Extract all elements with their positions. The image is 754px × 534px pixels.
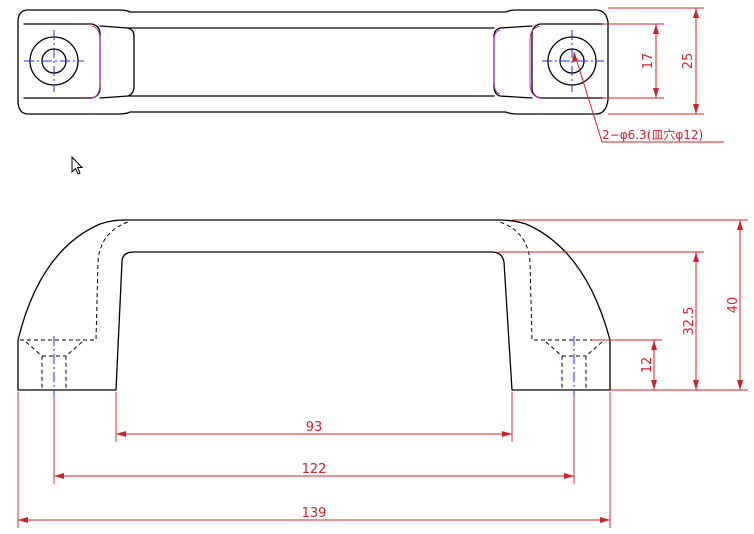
top-view: 17 25 2−φ6.3(皿穴φ12) [17, 7, 724, 143]
dim-122-arrow-right [564, 473, 574, 479]
right-hidden-profile [499, 221, 608, 341]
dim-122-arrow-left [54, 473, 64, 479]
dim-12-arrow-bottom [651, 380, 657, 390]
dim-122-text: 122 [302, 462, 327, 477]
dim-32-5-text: 32.5 [682, 307, 697, 336]
dim-139-arrow-right [600, 517, 610, 523]
dim-25-text: 25 [681, 53, 696, 70]
dim-25-arrow-top [693, 8, 699, 18]
dim-25-arrow-bottom [693, 104, 699, 114]
dim-12-arrow-top [651, 340, 657, 350]
left-hidden-profile [20, 221, 129, 341]
right-fillet-curve-2 [493, 29, 501, 95]
top-view-outline [17, 9, 609, 115]
dim-93-arrow-left [116, 431, 126, 437]
right-fillet-curve [529, 25, 541, 99]
dim-32-5-arrow-bottom [693, 380, 699, 390]
dim-12-text: 12 [640, 357, 655, 374]
dim-139-text: 139 [302, 506, 327, 521]
mouse-pointer-icon [71, 155, 84, 175]
left-neck-outline [99, 25, 135, 99]
hole-callout-text: 2−φ6.3(皿穴φ12) [602, 127, 703, 142]
dim-40-text: 40 [726, 297, 741, 314]
dim-17-arrow-top [653, 24, 659, 34]
right-neck-outline [493, 25, 533, 99]
dim-40-arrow-bottom [737, 380, 743, 390]
hole-leader-arrow [572, 52, 578, 62]
dim-93-arrow-right [502, 431, 512, 437]
dim-40-arrow-top [737, 220, 743, 230]
left-countersink-hidden [25, 341, 83, 390]
dim-17-arrow-bottom [653, 88, 659, 98]
left-fillet-curve [91, 25, 101, 99]
front-view-outline [17, 219, 611, 391]
dim-139-arrow-left [18, 517, 28, 523]
dim-17-text: 17 [641, 53, 656, 70]
dim-32-5-arrow-top [693, 252, 699, 262]
front-view: 93 122 139 12 32.5 40 [17, 219, 748, 528]
right-countersink-hidden [545, 341, 603, 390]
hole-leader-line [573, 51, 603, 143]
dim-93-text: 93 [306, 420, 323, 435]
